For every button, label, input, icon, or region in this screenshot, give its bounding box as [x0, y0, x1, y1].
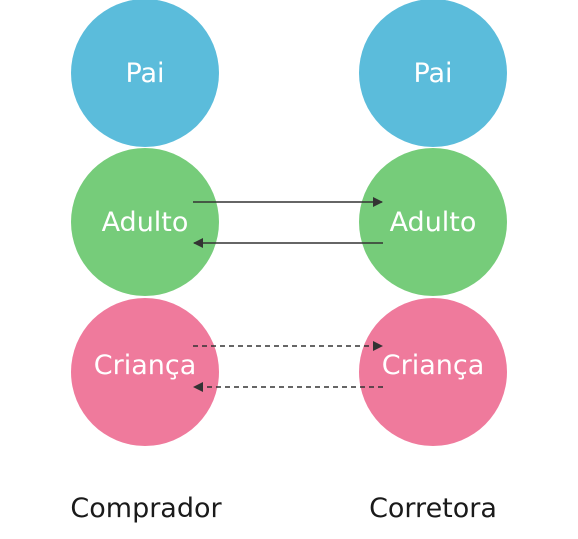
transaction-arrows: [193, 197, 383, 392]
comprador-column-label: Comprador: [70, 493, 222, 524]
corretora-adulto-circle: [359, 148, 507, 296]
corretora-crianca-circle: [359, 298, 507, 446]
corretora-column: Pai Adulto Criança Corretora: [359, 0, 507, 524]
comprador-adulto-label: Adulto: [102, 207, 189, 238]
comprador-crianca-label: Criança: [94, 350, 197, 381]
corretora-column-label: Corretora: [369, 493, 497, 524]
comprador-adulto-circle: [71, 148, 219, 296]
corretora-pai-label: Pai: [413, 58, 452, 89]
comprador-column: Pai Adulto Criança Comprador: [70, 0, 223, 524]
corretora-crianca-label: Criança: [382, 350, 485, 381]
corretora-adulto-label: Adulto: [390, 207, 477, 238]
comprador-pai-circle: [71, 0, 219, 147]
comprador-crianca-circle: [71, 298, 219, 446]
comprador-pai-label: Pai: [125, 58, 164, 89]
corretora-pai-circle: [359, 0, 507, 147]
